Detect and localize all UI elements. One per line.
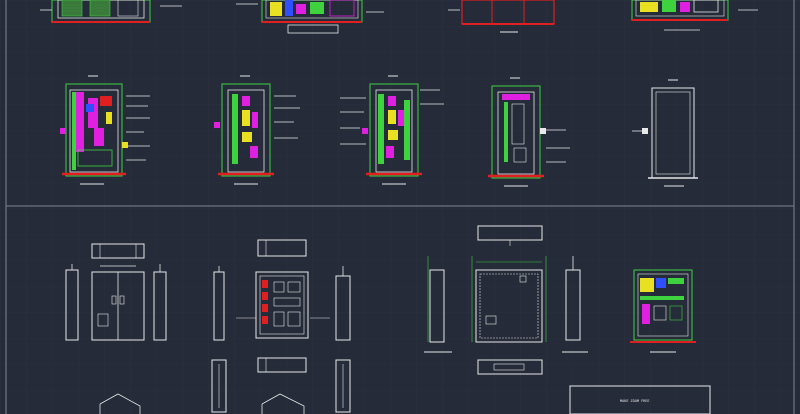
isometric-view-2 [261, 393, 305, 414]
cabinet-interior-view-2 [214, 75, 300, 185]
cabinet-interior-view-1 [60, 75, 150, 185]
cabinet-door-view-5 [632, 79, 698, 187]
detail-section-4 [477, 359, 543, 375]
enclosure-side-view-a-left [65, 264, 79, 341]
cabinet-interior-view-3 [340, 75, 444, 185]
enclosure-interior-view-c [630, 269, 696, 353]
enclosure-top-view-a [91, 243, 145, 259]
cabinet-front-view-2 [236, 0, 384, 34]
enclosure-side-view-c-right [562, 256, 588, 353]
enclosure-side-view-c-left [424, 256, 452, 353]
cabinet-front-view-1 [40, 0, 182, 23]
enclosure-interior-view-b [236, 271, 330, 339]
title-block-text: MAKE ZOOM FREE [620, 399, 650, 403]
enclosure-top-view-c [477, 225, 543, 246]
enclosure-side-view-b-left [213, 266, 225, 341]
title-block: MAKE ZOOM FREE [569, 385, 711, 414]
detail-section-2 [257, 357, 307, 373]
enclosure-side-view-b-right [335, 266, 351, 341]
detail-section-3 [335, 359, 351, 413]
enclosure-front-view-a [91, 265, 145, 341]
cabinet-front-view-3 [448, 0, 555, 33]
sheet-frame [5, 0, 795, 414]
enclosure-top-view-b [257, 239, 307, 257]
enclosure-side-view-a-right [153, 264, 167, 341]
detail-section-1 [211, 359, 227, 413]
cabinet-front-view-4 [631, 0, 758, 31]
enclosure-front-view-c [471, 256, 547, 343]
isometric-view-1 [99, 393, 141, 414]
cabinet-interior-view-4 [488, 77, 570, 187]
